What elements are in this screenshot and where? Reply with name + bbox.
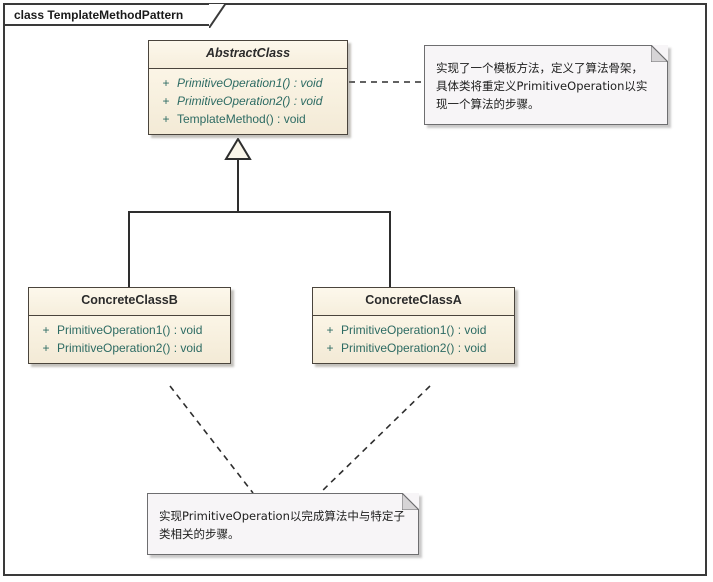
operation-signature: TemplateMethod() : void [177,111,306,126]
class-operations-concreteclassa: + PrimitiveOperation1() : void + Primiti… [313,315,514,363]
operation-visibility: + [162,93,170,108]
operation-signature: PrimitiveOperation2() : void [57,340,203,355]
operation-row: + PrimitiveOperation1() : void [313,321,514,339]
class-box-abstractclass[interactable]: AbstractClass + PrimitiveOperation1() : … [148,40,348,135]
class-box-concreteclassa[interactable]: ConcreteClassA + PrimitiveOperation1() :… [312,287,515,364]
operation-signature: PrimitiveOperation1() : void [341,322,487,337]
generalization-stem [237,158,239,213]
class-name-concreteclassa: ConcreteClassA [313,288,514,316]
note-abstractclass[interactable]: 实现了一个模板方法，定义了算法骨架， 具体类将重定义PrimitiveOpera… [424,45,668,125]
operation-signature: PrimitiveOperation1() : void [57,322,203,337]
operation-visibility: + [162,75,170,90]
frame-tab-slant-shape [209,3,229,28]
note-anchor-concrete-b [169,385,254,494]
class-box-concreteclassb[interactable]: ConcreteClassB + PrimitiveOperation1() :… [28,287,231,364]
operation-row: + PrimitiveOperation2() : void [149,92,347,110]
class-name-abstractclass: AbstractClass [149,41,347,69]
operation-row: + PrimitiveOperation2() : void [313,339,514,357]
operation-row: + PrimitiveOperation1() : void [149,74,347,92]
note-concreteclasses[interactable]: 实现PrimitiveOperation以完成算法中与特定子类相关的步骤。 [147,493,419,555]
operation-row: + TemplateMethod() : void [149,110,347,128]
generalization-branch-bar [128,211,390,213]
generalization-drop-concrete-b [128,211,130,288]
note-fold-corner-icon [651,45,668,62]
diagram-frame-tab-label: class TemplateMethodPattern [14,7,184,22]
generalization-triangle-icon [224,137,252,165]
generalization-drop-concrete-a [389,211,391,288]
class-operations-abstractclass: + PrimitiveOperation1() : void + Primiti… [149,68,347,134]
operation-signature: PrimitiveOperation2() : void [341,340,487,355]
operation-visibility: + [326,340,334,355]
class-name-concreteclassb: ConcreteClassB [29,288,230,316]
class-operations-concreteclassb: + PrimitiveOperation1() : void + Primiti… [29,315,230,363]
operation-row: + PrimitiveOperation2() : void [29,339,230,357]
note-fold-corner-icon [402,493,419,510]
operation-visibility: + [326,322,334,337]
note-anchor-concrete-a [319,385,431,494]
note-abstractclass-text: 实现了一个模板方法，定义了算法骨架， 具体类将重定义PrimitiveOpera… [436,61,648,111]
operation-signature: PrimitiveOperation2() : void [177,93,323,108]
operation-signature: PrimitiveOperation1() : void [177,75,323,90]
note-concreteclasses-text: 实现PrimitiveOperation以完成算法中与特定子类相关的步骤。 [159,509,405,541]
operation-row: + PrimitiveOperation1() : void [29,321,230,339]
operation-visibility: + [162,111,170,126]
operation-visibility: + [42,340,50,355]
operation-visibility: + [42,322,50,337]
diagram-frame-tab[interactable]: class TemplateMethodPattern [3,3,227,28]
